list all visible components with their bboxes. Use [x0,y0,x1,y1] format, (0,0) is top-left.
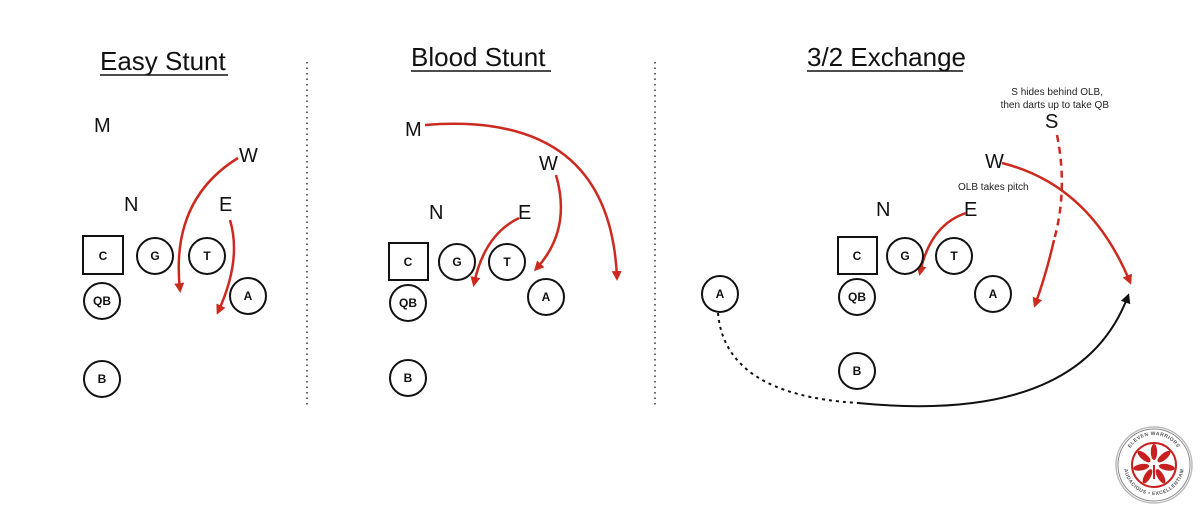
stunt-arrow-e [470,216,520,287]
olb-note: OLB takes pitch [958,182,1029,193]
node-label-qb: QB [93,294,111,308]
node-label-b: B [853,364,862,378]
stunt-arrow-m [424,122,622,281]
a-back-circle [974,275,1012,313]
label-w: W [985,151,1004,173]
safety-note-line2: then darts up to take QB [1001,100,1110,111]
pitch-path-solid [857,293,1131,408]
panel-title: Easy Stunt [100,46,227,76]
qb-circle [83,282,121,320]
label-s: S [1045,111,1058,133]
node-label-a: A [542,290,551,304]
node-label-t: T [203,249,211,263]
node-label-b: B [404,371,413,385]
qb-circle [389,284,427,322]
label-e: E [518,202,531,224]
a-option-circle [701,275,739,313]
panel-blood-stunt: Blood Stunt M W N E C G T QB A B [388,42,622,397]
node-label-g: G [452,255,461,269]
b-back-circle [83,360,121,398]
node-label-a: A [989,287,998,301]
b-back-circle [838,352,876,390]
center-square [82,235,124,275]
node-label-qb: QB [848,290,866,304]
qb-circle [838,278,876,316]
tackle-circle [935,237,973,275]
label-n: N [429,202,443,224]
node-label-t: T [950,249,958,263]
node-label-g: G [900,249,909,263]
safety-note-line1: S hides behind OLB, [1011,87,1103,98]
pitch-path-dotted [717,312,859,404]
label-n: N [124,194,138,216]
node-label-a: A [244,289,253,303]
label-e: E [964,199,977,221]
node-label-b: B [98,372,107,386]
node-label-qb: QB [399,296,417,310]
node-label-g: G [150,249,159,263]
label-w: W [539,153,558,175]
stunt-arrow-w [174,156,239,293]
panel-3-2-exchange: 3/2 Exchange S hides behind OLB, then da… [701,42,1132,408]
label-n: N [876,199,890,221]
a-back-circle [229,277,267,315]
node-label-c: C [853,249,862,263]
label-w: W [239,145,258,167]
node-label-c: C [404,255,413,269]
panel-easy-stunt: Easy Stunt M W N E C G T QB A B [82,46,267,398]
node-label-t: T [503,255,511,269]
node-label-c: C [99,249,108,263]
guard-circle [886,237,924,275]
stunt-arrow-e [216,219,236,315]
tackle-circle [188,237,226,275]
guard-circle [136,237,174,275]
safety-arrow [1032,239,1056,308]
node-label-a-option: A [716,287,725,301]
panel-title: Blood Stunt [411,42,546,72]
olb-arrow-w [1001,161,1132,285]
buckeye-leaf-icon [1133,444,1175,484]
label-e: E [219,194,232,216]
a-back-circle [527,278,565,316]
safety-dashed-path [1052,134,1064,241]
center-square [837,236,878,275]
center-square [388,242,429,281]
guard-circle [438,243,476,281]
eleven-warriors-logo: ELEVEN WARRIORS AUDACIOUS • EXCELLENTIAM [1115,426,1193,504]
tackle-circle [488,243,526,281]
panel-title: 3/2 Exchange [807,42,966,72]
label-m: M [94,115,111,137]
label-m: M [405,119,422,141]
b-back-circle [389,359,427,397]
stunt-arrow-w [533,174,563,272]
